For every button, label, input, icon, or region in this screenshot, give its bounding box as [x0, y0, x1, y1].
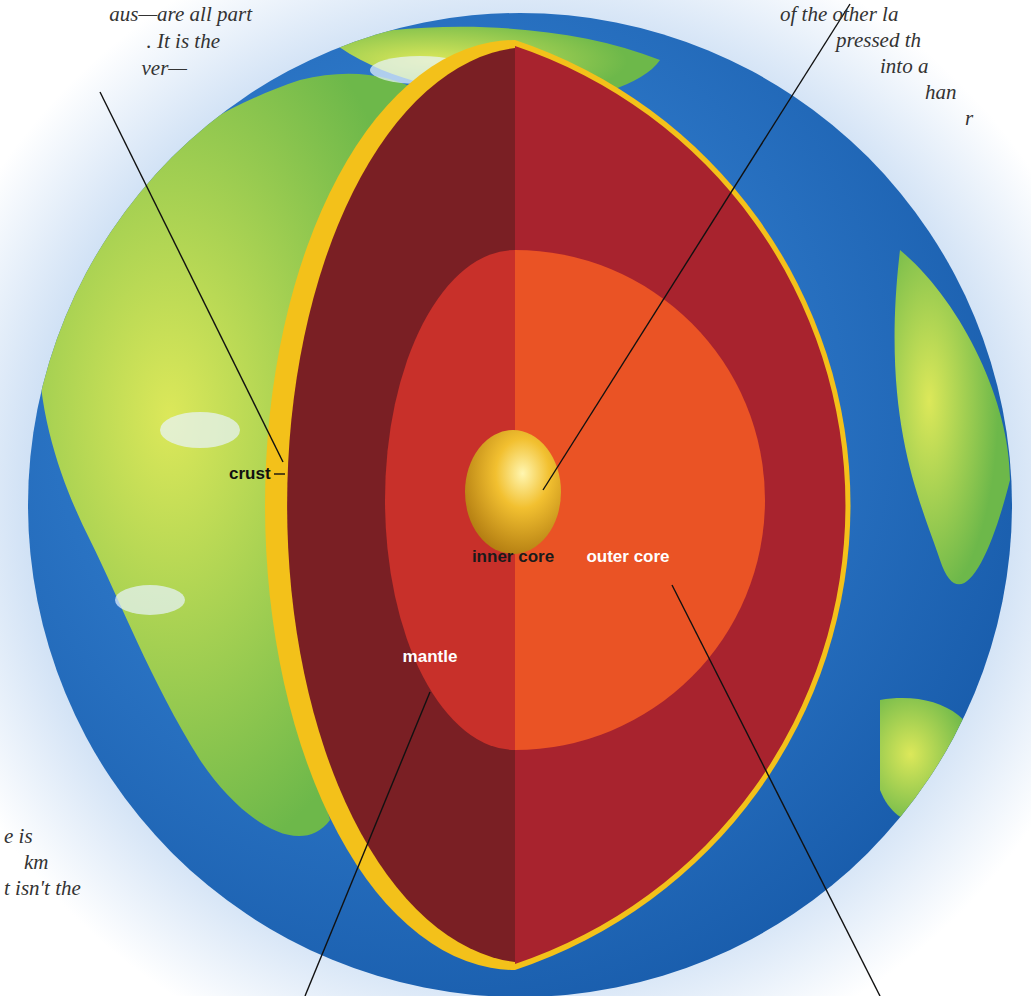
text-fragment: pressed th [836, 30, 921, 51]
text-fragment: of the other la [780, 4, 898, 25]
text-fragment: km [24, 852, 49, 873]
crust-rim [265, 40, 850, 970]
text-fragment: ver— [142, 58, 188, 79]
text-fragment: r [965, 108, 973, 129]
inner-core [465, 430, 561, 554]
part-label: inner core [472, 548, 554, 565]
text-fragment: aus—are all part [109, 4, 252, 25]
globe [28, 13, 1012, 996]
part-label: crust [229, 465, 271, 482]
text-fragment: han [925, 82, 957, 103]
text-fragment: e is [4, 826, 33, 847]
leader-lines [100, 4, 880, 996]
mantle-right-face [515, 46, 845, 964]
text-fragment: t isn't the [4, 878, 81, 899]
text-fragment: into a [880, 56, 928, 77]
part-label: mantle [403, 648, 458, 665]
part-label: outer core [586, 548, 669, 565]
text-fragment: . It is the [147, 31, 221, 52]
